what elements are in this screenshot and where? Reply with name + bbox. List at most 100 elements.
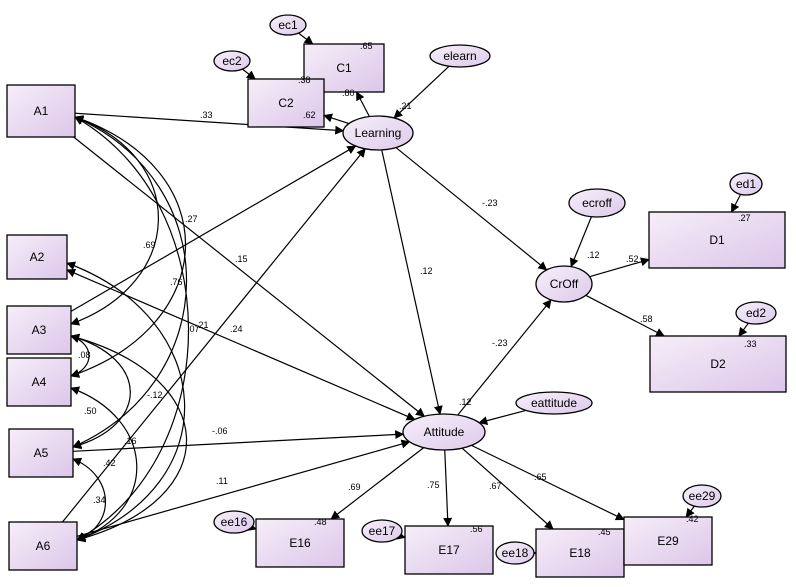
coefficient-learning-c2: .62: [303, 110, 316, 120]
node-a1: [6, 84, 76, 138]
coefficient-croff-d1: .52: [626, 254, 639, 264]
node-ee17: [361, 519, 403, 543]
node-label-attitude: Attitude: [424, 425, 465, 439]
node-croff: [535, 265, 593, 303]
covariance-a3-a6: [70, 333, 188, 543]
node-label-ec2: ec2: [222, 54, 242, 68]
node-ec1: [269, 14, 307, 36]
node-a5: [8, 428, 74, 478]
node-label-ec1: ec1: [278, 18, 298, 32]
coefficient-a5-a6: .34: [93, 495, 106, 505]
node-label-ee29: ee29: [689, 489, 716, 503]
path-attitude-to-e29: [471, 444, 625, 521]
node-label-eattitude: eattitude: [531, 396, 577, 410]
coefficient-a3-a5: .50: [84, 406, 97, 416]
covariance-a1-a6: [74, 116, 189, 541]
coefficient-a1-attitude: .15: [235, 254, 248, 264]
path-a2-to-attitude: [66, 268, 416, 421]
node-label-learning: Learning: [355, 126, 402, 140]
covariance-a1-a4: [70, 115, 187, 378]
coefficient-r2-e17: .56: [470, 524, 483, 534]
path-attitude-to-e17: [443, 449, 453, 527]
coefficient-a1-learning: .33: [200, 110, 213, 120]
node-label-a2: A2: [30, 250, 45, 264]
covariance-a1-a5: [72, 116, 187, 448]
covariance-a2-a6: [66, 261, 186, 542]
node-label-ee18: ee18: [502, 546, 529, 560]
covariance-a3-a5: [70, 333, 131, 450]
node-e29: [623, 516, 713, 566]
coefficient-a1-a3: .69: [143, 240, 156, 250]
labels-layer: .33.27.24.15.21-.06.11.80.62-.23.12-.23.…: [78, 41, 757, 537]
node-label-e17: E17: [438, 543, 460, 557]
coefficient-a6-attitude: .11: [216, 476, 228, 486]
node-elearn: [429, 44, 491, 68]
coefficient-a4-a6: .16: [124, 436, 137, 446]
coefficient-a6-learning: .24: [230, 324, 243, 334]
node-a2: [6, 234, 68, 280]
coefficient-a1-a6: .07: [187, 324, 200, 334]
coefficient-a2-attitude: .21: [196, 320, 209, 330]
coefficient-attitude-croff: -.23: [492, 338, 508, 348]
path-a6-to-attitude: [76, 439, 411, 537]
coefficient-r2-attitude: .12: [459, 397, 472, 407]
coefficient-r2-croff: .12: [587, 250, 600, 260]
node-label-ee16: ee16: [221, 515, 248, 529]
path-learning-to-attitude: [381, 149, 443, 415]
node-label-c2: C2: [278, 96, 294, 110]
coefficient-attitude-e18: .67: [489, 481, 502, 491]
coefficient-r2-e29: .42: [686, 514, 699, 524]
node-label-croff: CrOff: [550, 277, 579, 291]
node-d1: [648, 211, 786, 269]
node-a4: [6, 357, 72, 407]
coefficient-r2-d2: .33: [744, 339, 757, 349]
path-ed1-to-d1: [730, 194, 742, 213]
node-ecroff: [568, 188, 626, 218]
covariance-a1-a3: [70, 115, 159, 326]
path-ed2-to-d2: [738, 322, 749, 337]
path-learning-to-c1: [356, 91, 370, 117]
path-a1-to-learning: [74, 112, 345, 135]
node-eattitude: [515, 391, 593, 415]
path-croff-to-d2: [585, 294, 665, 337]
coefficient-attitude-e29: .65: [534, 472, 547, 482]
node-label-e29: E29: [657, 534, 679, 548]
coefficient-learning-c1: .80: [342, 88, 355, 98]
node-d2: [649, 335, 787, 393]
node-ed1: [729, 172, 763, 196]
coefficient-a1-a5: -.12: [147, 390, 163, 400]
path-attitude-to-croff: [457, 299, 552, 416]
node-label-a3: A3: [32, 323, 47, 337]
node-e17: [404, 525, 494, 575]
coefficient-a1-a4: .76: [170, 277, 183, 287]
path-elearn-to-learning: [393, 65, 450, 119]
path-ec1-to-c1: [298, 32, 314, 45]
coefficient-r2-e18: .45: [598, 527, 611, 537]
node-label-a5: A5: [34, 446, 49, 460]
path-ee17-to-e17: [395, 530, 406, 540]
node-a6: [8, 521, 78, 571]
node-ee18: [495, 541, 535, 565]
node-ed2: [735, 301, 777, 325]
node-label-e16: E16: [289, 536, 311, 550]
path-ee29-to-e29: [685, 505, 695, 518]
coefficient-attitude-e17: .75: [427, 480, 440, 490]
node-label-d2: D2: [710, 357, 726, 371]
node-a3: [6, 305, 72, 355]
node-ee16: [213, 510, 255, 534]
coefficient-a3-learning: .27: [185, 214, 198, 224]
coefficient-learning-croff: -.23: [482, 198, 498, 208]
coefficient-r2-c1: .65: [360, 41, 373, 51]
node-e16: [255, 518, 345, 568]
node-attitude: [402, 413, 486, 451]
edges-layer: [62, 32, 749, 558]
node-ec2: [213, 50, 251, 72]
node-label-a6: A6: [36, 539, 51, 553]
covariance-a4-a6: [70, 386, 138, 542]
node-ee29: [682, 484, 722, 508]
node-learning: [342, 115, 414, 151]
path-ec2-to-c2: [242, 68, 256, 80]
path-learning-to-croff: [395, 147, 548, 271]
